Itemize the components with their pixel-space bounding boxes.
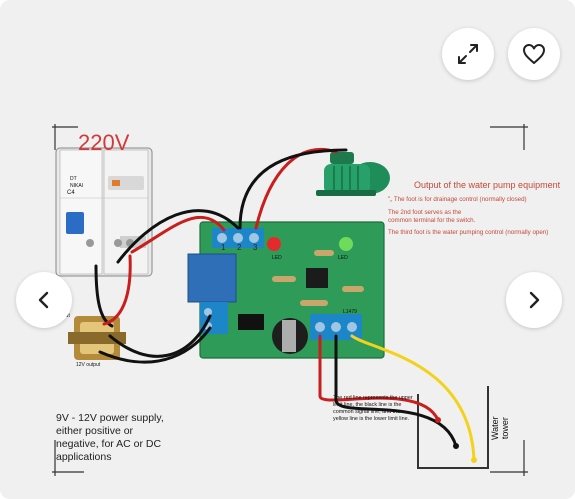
led-label-green: LED — [338, 255, 348, 261]
favorite-button[interactable] — [508, 28, 560, 80]
breaker-series: NIKAI — [70, 183, 84, 189]
previous-image-button[interactable] — [16, 272, 72, 328]
heart-icon — [523, 44, 545, 64]
terminal-3-label: 3 — [253, 243, 258, 252]
note-foot-3: The third foot is the water pumping cont… — [388, 229, 549, 236]
breaker-rating: C4 — [67, 190, 75, 196]
breaker-brand: DT — [70, 176, 77, 182]
note-foot-1: "„ The foot is for drainage control (nor… — [388, 196, 527, 203]
water-tower-container — [417, 386, 489, 469]
transformer — [68, 316, 126, 360]
power-supply-note: 9V - 12V power supply, either positive o… — [56, 412, 164, 463]
water-tower-label: Water tower — [490, 416, 510, 440]
frame-corners — [52, 124, 528, 476]
limit-lines-note: The red line represents the upper limit … — [333, 395, 413, 422]
terminal-1-label: 1 — [221, 243, 226, 252]
chevron-right-icon — [529, 291, 540, 309]
board-model-label: L1479 — [343, 309, 357, 315]
next-image-button[interactable] — [506, 272, 562, 328]
circuit-breaker — [55, 147, 153, 277]
voltage-label: 220V — [78, 130, 130, 155]
chevron-left-icon — [38, 291, 49, 309]
note-foot-2: The 2nd foot serves as the common termin… — [388, 209, 476, 224]
expand-button[interactable] — [442, 28, 494, 80]
wiring — [94, 147, 477, 463]
pump-output-title: Output of the water pump equipment — [414, 180, 561, 190]
water-pump — [316, 152, 390, 196]
terminal-2-label: 2 — [237, 243, 242, 252]
led-label-red: LED — [272, 255, 282, 261]
expand-arrows-icon — [458, 44, 478, 64]
output-12v-label: 12V output — [76, 362, 101, 368]
